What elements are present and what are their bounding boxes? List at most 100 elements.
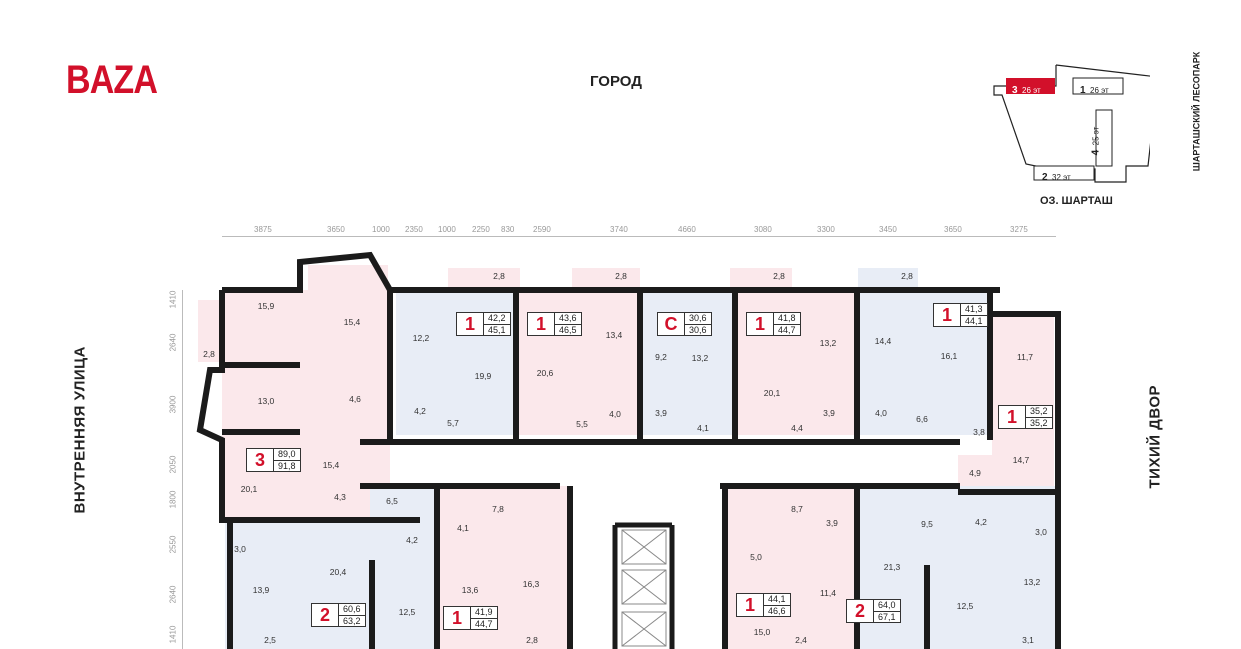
room-area: 3,9 bbox=[826, 518, 838, 528]
room-area: 2,8 bbox=[901, 271, 913, 281]
dimension-label: 1000 bbox=[438, 225, 456, 234]
apartment-1room-e-hall bbox=[958, 455, 998, 492]
room-area: 4,9 bbox=[969, 468, 981, 478]
room-area: 4,2 bbox=[975, 517, 987, 527]
room-area: 20,4 bbox=[329, 567, 347, 577]
orientation-top: ГОРОД bbox=[590, 73, 642, 90]
room-area: 2,8 bbox=[203, 349, 215, 359]
balcony bbox=[448, 268, 520, 290]
room-area: 4,0 bbox=[609, 409, 621, 419]
dimension-label: 3650 bbox=[327, 225, 345, 234]
room-area: 9,2 bbox=[655, 352, 667, 362]
room-area: 13,6 bbox=[461, 585, 479, 595]
dimension-label: 3450 bbox=[879, 225, 897, 234]
room-area: 4,6 bbox=[349, 394, 361, 404]
room-area: 3,8 bbox=[973, 427, 985, 437]
baza-logo: BAZA bbox=[66, 58, 158, 102]
room-area: 2,5 bbox=[264, 635, 276, 645]
room-area: 2,8 bbox=[773, 271, 785, 281]
minimap-building-1[interactable]: 1 26 эт bbox=[1080, 85, 1109, 96]
room-area: 2,8 bbox=[615, 271, 627, 281]
room-area: 11,4 bbox=[820, 588, 836, 598]
site-outline bbox=[993, 64, 1150, 183]
room-area: 5,5 bbox=[576, 419, 588, 429]
room-area: 11,7 bbox=[1017, 352, 1033, 362]
room-area: 20,1 bbox=[240, 484, 258, 494]
apartment-1room-e[interactable] bbox=[992, 314, 1054, 492]
room-area: 13,4 bbox=[605, 330, 623, 340]
room-area: 12,5 bbox=[956, 601, 974, 611]
apartment-3room[interactable] bbox=[222, 290, 390, 518]
room-area: 5,0 bbox=[750, 552, 762, 562]
room-area: 20,6 bbox=[536, 368, 554, 378]
room-area: 3,0 bbox=[234, 544, 246, 554]
room-area: 12,2 bbox=[412, 333, 430, 343]
room-area: 4,2 bbox=[414, 406, 426, 416]
room-area: 3,0 bbox=[1035, 527, 1047, 537]
minimap-lake: ОЗ. ШАРТАШ bbox=[1040, 195, 1113, 207]
apartment-2room-left[interactable] bbox=[225, 522, 437, 649]
room-area: 4,0 bbox=[875, 408, 887, 418]
dimension-label: 4660 bbox=[678, 225, 696, 234]
room-area: 4,2 bbox=[406, 535, 418, 545]
apartment-1room-g[interactable] bbox=[727, 486, 855, 649]
dimension-label: 3875 bbox=[254, 225, 272, 234]
dimension-label: 3275 bbox=[1010, 225, 1028, 234]
dimension-label: 2350 bbox=[405, 225, 423, 234]
room-area: 13,2 bbox=[1023, 577, 1041, 587]
room-area: 4,3 bbox=[334, 492, 346, 502]
room-area: 5,7 bbox=[447, 418, 459, 428]
room-area: 16,3 bbox=[522, 579, 540, 589]
room-area: 16,1 bbox=[940, 351, 958, 361]
room-area: 14,4 bbox=[874, 336, 892, 346]
balcony bbox=[730, 268, 792, 290]
dimension-label: 2250 bbox=[472, 225, 490, 234]
room-area: 14,7 bbox=[1012, 455, 1030, 465]
room-area: 13,2 bbox=[819, 338, 837, 348]
room-area: 4,1 bbox=[457, 523, 469, 533]
minimap-building-3[interactable]: 3 26 эт bbox=[1012, 85, 1041, 96]
room-area: 19,9 bbox=[474, 371, 492, 381]
room-area: 2,8 bbox=[493, 271, 505, 281]
dimension-line-left bbox=[182, 290, 183, 649]
room-area: 15,0 bbox=[753, 627, 771, 637]
room-area: 8,7 bbox=[791, 504, 803, 514]
room-area: 4,4 bbox=[791, 423, 803, 433]
room-area: 2,8 bbox=[526, 635, 538, 645]
room-area: 3,9 bbox=[823, 408, 835, 418]
dimension-label: 3300 bbox=[817, 225, 835, 234]
dimension-label: 2590 bbox=[533, 225, 551, 234]
room-area: 6,6 bbox=[916, 414, 928, 424]
room-area: 3,9 bbox=[655, 408, 667, 418]
room-area: 12,5 bbox=[398, 607, 416, 617]
dimension-label: 3740 bbox=[610, 225, 628, 234]
room-area: 4,1 bbox=[697, 423, 709, 433]
room-area: 13,9 bbox=[252, 585, 270, 595]
room-area: 13,0 bbox=[257, 396, 275, 406]
dimension-label: 1000 bbox=[372, 225, 390, 234]
balcony bbox=[572, 268, 640, 290]
room-area: 7,8 bbox=[492, 504, 504, 514]
dimension-label: 3650 bbox=[944, 225, 962, 234]
balcony bbox=[858, 268, 918, 290]
room-area: 21,3 bbox=[883, 562, 901, 572]
room-area: 15,4 bbox=[322, 460, 340, 470]
room-area: 9,5 bbox=[921, 519, 933, 529]
room-area: 2,4 bbox=[795, 635, 807, 645]
room-area: 20,1 bbox=[763, 388, 781, 398]
dimension-label: 830 bbox=[501, 225, 515, 234]
minimap-building-2[interactable]: 2 32 эт bbox=[1042, 172, 1071, 183]
dimension-label: 3080 bbox=[754, 225, 772, 234]
